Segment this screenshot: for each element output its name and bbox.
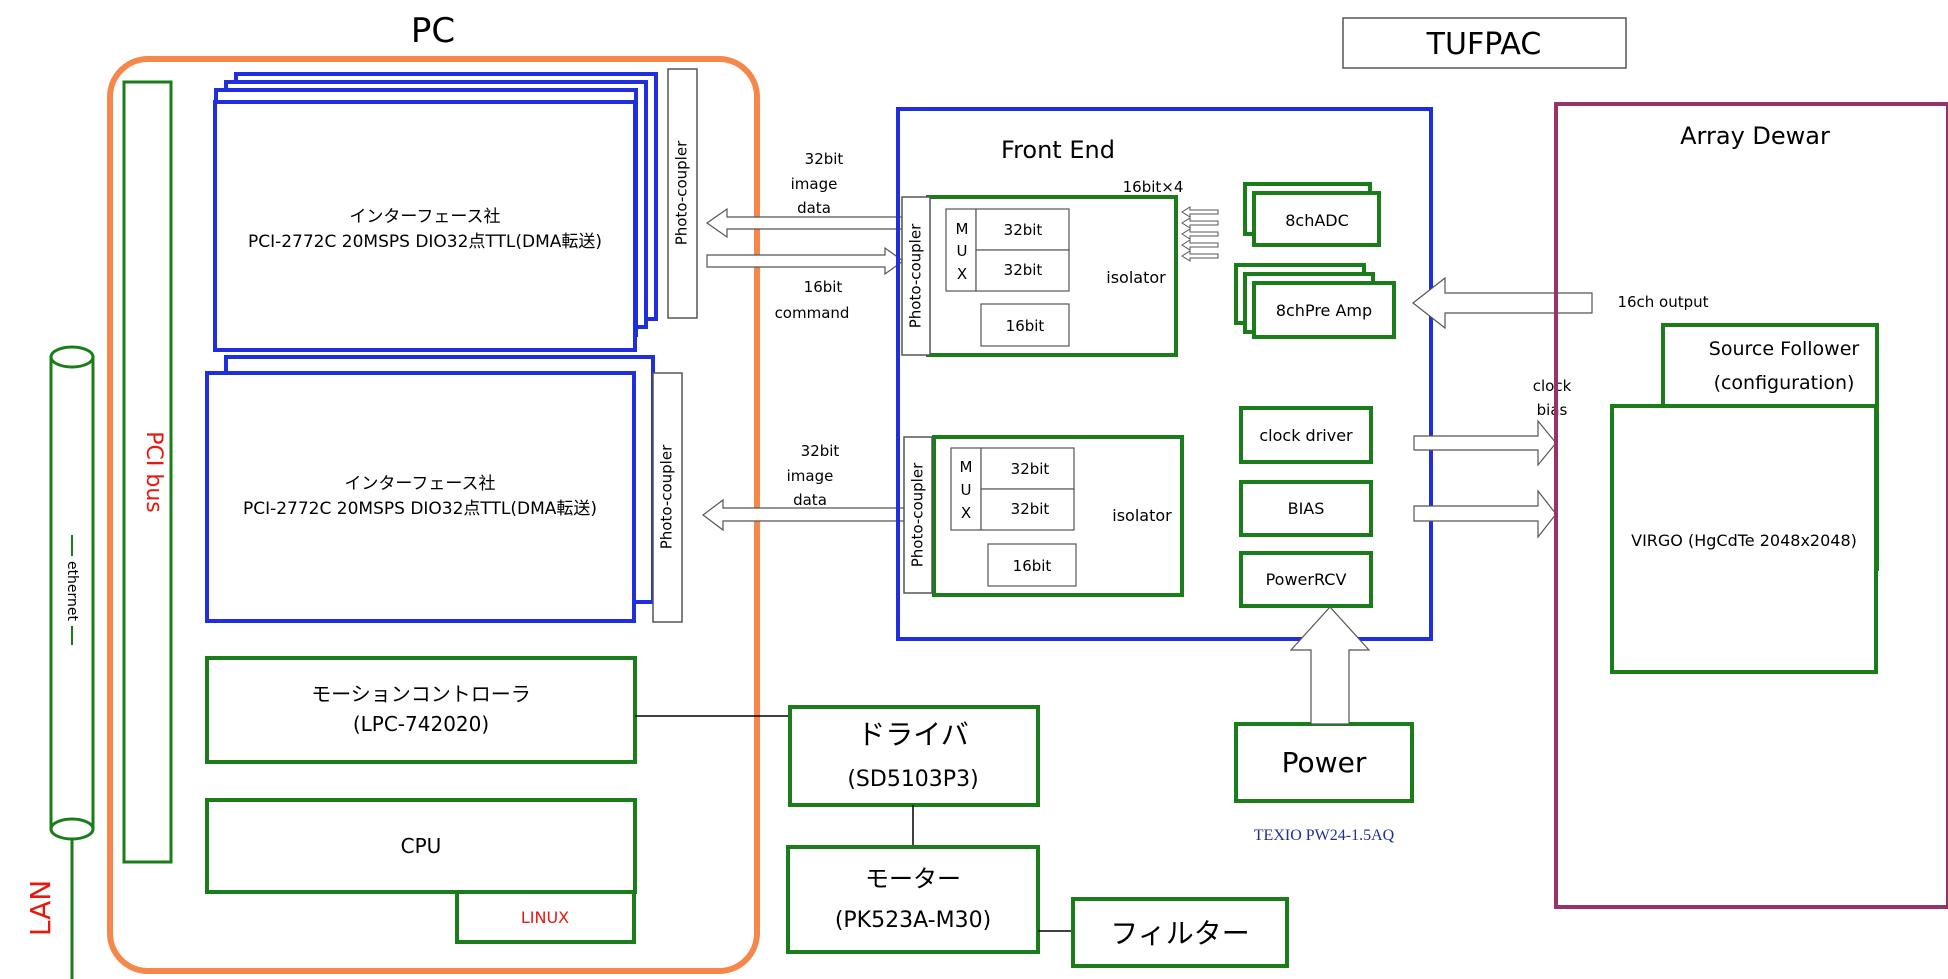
bottom-image-word: image <box>787 467 834 485</box>
driver-box: ドライバ (SD5103P3) <box>788 705 1040 807</box>
card-2-photo-coupler <box>652 372 683 623</box>
cpu-label: CPU <box>401 834 442 858</box>
adc-bits-label: 16bit×4 <box>1123 178 1184 196</box>
top-image-data: data <box>797 199 831 217</box>
adc-bus-arrows <box>1181 206 1219 262</box>
isolator-upper: Photo-coupler M U X 32bit 32bit 16bit is… <box>901 195 1178 357</box>
motor-box: モーター (PK523A-M30) <box>786 845 1040 954</box>
adc-box: 8chADC <box>1243 182 1381 247</box>
pci-bus <box>122 80 173 864</box>
lower-32bit-2: 32bit <box>1011 500 1050 518</box>
clock-arrow <box>1413 419 1557 467</box>
front-end-title: Front End <box>1001 136 1115 164</box>
power-rcv-box: PowerRCV <box>1239 551 1373 608</box>
command-arrow <box>706 246 905 276</box>
array-dewar-box <box>1554 102 1948 909</box>
pc-title: PC <box>411 11 455 51</box>
clock-driver-box: clock driver <box>1239 406 1373 464</box>
virgo-box: VIRGO (HgCdTe 2048x2048) <box>1610 404 1878 674</box>
tufpac-title: TUFPAC <box>1426 27 1542 62</box>
bias-arrow <box>1413 489 1557 539</box>
lower-isolator-label: isolator <box>1112 506 1172 525</box>
upper-isolator-label: isolator <box>1106 268 1166 287</box>
motion-controller-box: モーションコントローラ (LPC-742020) <box>205 656 637 764</box>
command-word: command <box>775 304 850 322</box>
bottom-image-bits: 32bit <box>801 442 840 460</box>
tufpac-title-box: TUFPAC <box>1342 17 1627 69</box>
ethernet-label: ethernet <box>64 561 80 622</box>
motor-name: モーター <box>865 865 961 893</box>
upper-16bit: 16bit <box>1006 317 1045 335</box>
card-1-model: PCI-2772C 20MSPS DIO32点TTL(DMA転送) <box>248 232 602 252</box>
bottom-image-data: data <box>793 491 827 509</box>
card-1-photo-coupler <box>667 68 698 319</box>
driver-name: ドライバ <box>857 718 968 751</box>
driver-model: (SD5103P3) <box>847 767 978 792</box>
card-2-maker: インターフェース社 <box>344 474 495 494</box>
lower-32bit-1: 32bit <box>1011 460 1050 478</box>
adc-label: 8chADC <box>1285 211 1349 230</box>
top-image-word: image <box>791 175 838 193</box>
bias-box: BIAS <box>1239 480 1373 537</box>
interface-card-2: インターフェース社 PCI-2772C 20MSPS DIO32点TTL(DMA… <box>205 355 683 623</box>
upper-32bit-2: 32bit <box>1004 261 1043 279</box>
virgo-label: VIRGO (HgCdTe 2048x2048) <box>1631 531 1857 550</box>
pci-bus-label: PCI bus <box>141 431 166 512</box>
linux-label: LINUX <box>521 908 569 927</box>
card-2-photo-coupler-label: Photo-coupler <box>658 444 676 549</box>
card-1-photo-coupler-label: Photo-coupler <box>673 140 691 245</box>
mux-upper-u: U <box>957 242 968 260</box>
output-arrow <box>1412 276 1593 330</box>
source-follower-config: (configuration) <box>1714 372 1855 394</box>
preamp-label: 8chPre Amp <box>1276 301 1372 320</box>
front-end-upper-photo-coupler: Photo-coupler <box>907 223 925 328</box>
lan-label: LAN <box>24 880 57 936</box>
interface-card-1: インターフェース社 PCI-2772C 20MSPS DIO32点TTL(DMA… <box>213 68 698 352</box>
filter-label: フィルター <box>1110 917 1249 950</box>
power-rcv-label: PowerRCV <box>1266 570 1347 589</box>
command-bits: 16bit <box>804 278 843 296</box>
clock-driver-label: clock driver <box>1259 426 1353 445</box>
top-image-bits: 32bit <box>805 150 844 168</box>
clock-label: clock <box>1533 377 1572 395</box>
power-label: Power <box>1282 746 1367 779</box>
front-end-box <box>896 107 1433 641</box>
isolator-lower: Photo-coupler M U X 32bit 32bit 16bit is… <box>903 435 1184 597</box>
mux-lower-m: M <box>960 458 973 476</box>
upper-32bit-1: 32bit <box>1004 221 1043 239</box>
cpu-box: CPU LINUX <box>205 798 637 944</box>
power-arrow <box>1289 606 1371 725</box>
source-follower-name: Source Follower <box>1709 338 1860 360</box>
array-dewar-title: Array Dewar <box>1680 122 1830 150</box>
mux-lower-u: U <box>961 481 972 499</box>
bias-label: BIAS <box>1288 499 1325 518</box>
mux-lower-x: X <box>961 504 971 522</box>
mux-upper-x: X <box>957 265 967 283</box>
motion-controller-model: (LPC-742020) <box>353 712 489 736</box>
mux-upper-m: M <box>956 220 969 238</box>
output-label: 16ch output <box>1617 293 1708 311</box>
motion-controller-name: モーションコントローラ <box>311 682 531 706</box>
ethernet-cable: ethernet <box>49 345 95 979</box>
power-model: TEXIO PW24-1.5AQ <box>1254 827 1395 844</box>
power-box: Power <box>1234 722 1414 803</box>
motor-model: (PK523A-M30) <box>835 908 991 933</box>
filter-box: フィルター <box>1071 897 1289 968</box>
bias-label-link: bias <box>1537 401 1568 419</box>
lower-16bit: 16bit <box>1013 557 1052 575</box>
card-2-model: PCI-2772C 20MSPS DIO32点TTL(DMA転送) <box>243 499 597 519</box>
front-end-lower-photo-coupler: Photo-coupler <box>909 462 927 567</box>
preamp-box: 8chPre Amp <box>1234 263 1396 339</box>
card-1-maker: インターフェース社 <box>349 207 500 227</box>
